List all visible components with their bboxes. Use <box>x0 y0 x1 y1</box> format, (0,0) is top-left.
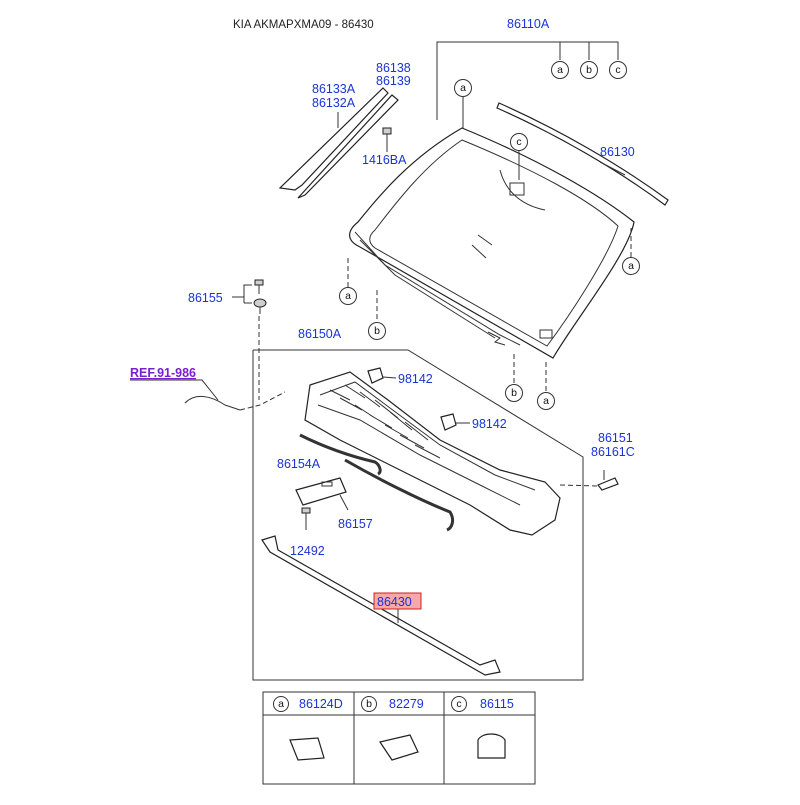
label-windshield-assy[interactable]: 86110A <box>507 17 550 31</box>
label-seal-2[interactable]: 86161C <box>591 445 635 459</box>
label-molding-side-2[interactable]: 86132A <box>312 96 356 110</box>
seal-part[interactable] <box>597 477 619 491</box>
svg-text:b: b <box>511 387 517 399</box>
label-molding-side-1[interactable]: 86133A <box>312 82 356 96</box>
callout-a-1: a <box>454 79 472 97</box>
label-weatherstrip[interactable]: 86430 <box>377 595 412 609</box>
nozzle-2[interactable] <box>440 413 457 431</box>
svg-text:a: a <box>345 290 351 302</box>
legend-icon-c <box>477 733 506 759</box>
legend-table <box>262 691 536 785</box>
label-cowl-panel[interactable]: 86150A <box>298 327 342 341</box>
legend-part-c: 86115 <box>480 697 514 711</box>
svg-text:c: c <box>615 64 620 76</box>
callout-b-1: b <box>368 322 386 340</box>
weatherstrip-part[interactable] <box>261 535 501 676</box>
windshield-glass[interactable] <box>349 127 635 359</box>
label-clip-1[interactable]: 86138 <box>376 61 411 75</box>
bolt-part[interactable] <box>301 507 311 530</box>
svg-text:a: a <box>543 395 549 407</box>
cover-part[interactable] <box>295 477 347 506</box>
label-cover[interactable]: 86157 <box>338 517 373 531</box>
label-bolt[interactable]: 12492 <box>290 544 325 558</box>
callout-a-2: a <box>622 257 640 275</box>
svg-text:b: b <box>374 325 380 337</box>
callout-a-4: a <box>537 392 555 410</box>
legend-item-a[interactable]: a 86124D <box>273 696 343 761</box>
label-nozzle-2[interactable]: 98142 <box>472 417 507 431</box>
nozzle-1[interactable] <box>367 367 384 384</box>
legend-icon-b <box>379 734 419 761</box>
legend-item-c[interactable]: c 86115 <box>451 696 514 759</box>
ref-link[interactable]: REF.91-986 <box>130 366 196 380</box>
label-hose[interactable]: 86154A <box>277 457 321 471</box>
svg-text:a: a <box>557 64 563 76</box>
molding-top[interactable] <box>496 102 669 206</box>
label-seal-1[interactable]: 86151 <box>598 431 633 445</box>
svg-text:b: b <box>366 698 372 710</box>
cowl-panel[interactable] <box>304 371 561 536</box>
label-clip-2[interactable]: 86139 <box>376 74 411 88</box>
screw-part[interactable] <box>382 127 392 146</box>
callout-a-top: a <box>551 61 569 79</box>
highlight-box <box>373 592 422 610</box>
svg-text:c: c <box>456 698 461 710</box>
hose-part[interactable] <box>299 433 455 532</box>
legend-item-b[interactable]: b 82279 <box>361 696 424 761</box>
callout-b-2: b <box>505 384 523 402</box>
cowl-frame <box>252 349 584 681</box>
label-molding-top[interactable]: 86130 <box>600 145 635 159</box>
legend-icon-a <box>289 737 325 761</box>
label-nozzle-1[interactable]: 98142 <box>398 372 433 386</box>
bolt-nut-part[interactable] <box>253 279 267 314</box>
callout-c-top: c <box>609 61 627 79</box>
label-screw[interactable]: 1416BA <box>362 153 407 167</box>
callout-a-3: a <box>339 287 357 305</box>
callout-b-top: b <box>580 61 598 79</box>
svg-text:a: a <box>628 260 634 272</box>
svg-text:a: a <box>278 698 284 710</box>
windshield-bracket <box>436 41 619 120</box>
svg-text:c: c <box>516 136 521 148</box>
legend-part-a: 86124D <box>299 697 343 711</box>
label-bolt-nut[interactable]: 86155 <box>188 291 223 305</box>
legend-part-b: 82279 <box>389 697 424 711</box>
svg-text:b: b <box>586 64 592 76</box>
svg-text:a: a <box>460 82 466 94</box>
page-title: KIA AKMAPXMA09 - 86430 <box>233 19 374 31</box>
callout-c-1: c <box>510 133 528 151</box>
molding-side[interactable] <box>278 87 399 199</box>
